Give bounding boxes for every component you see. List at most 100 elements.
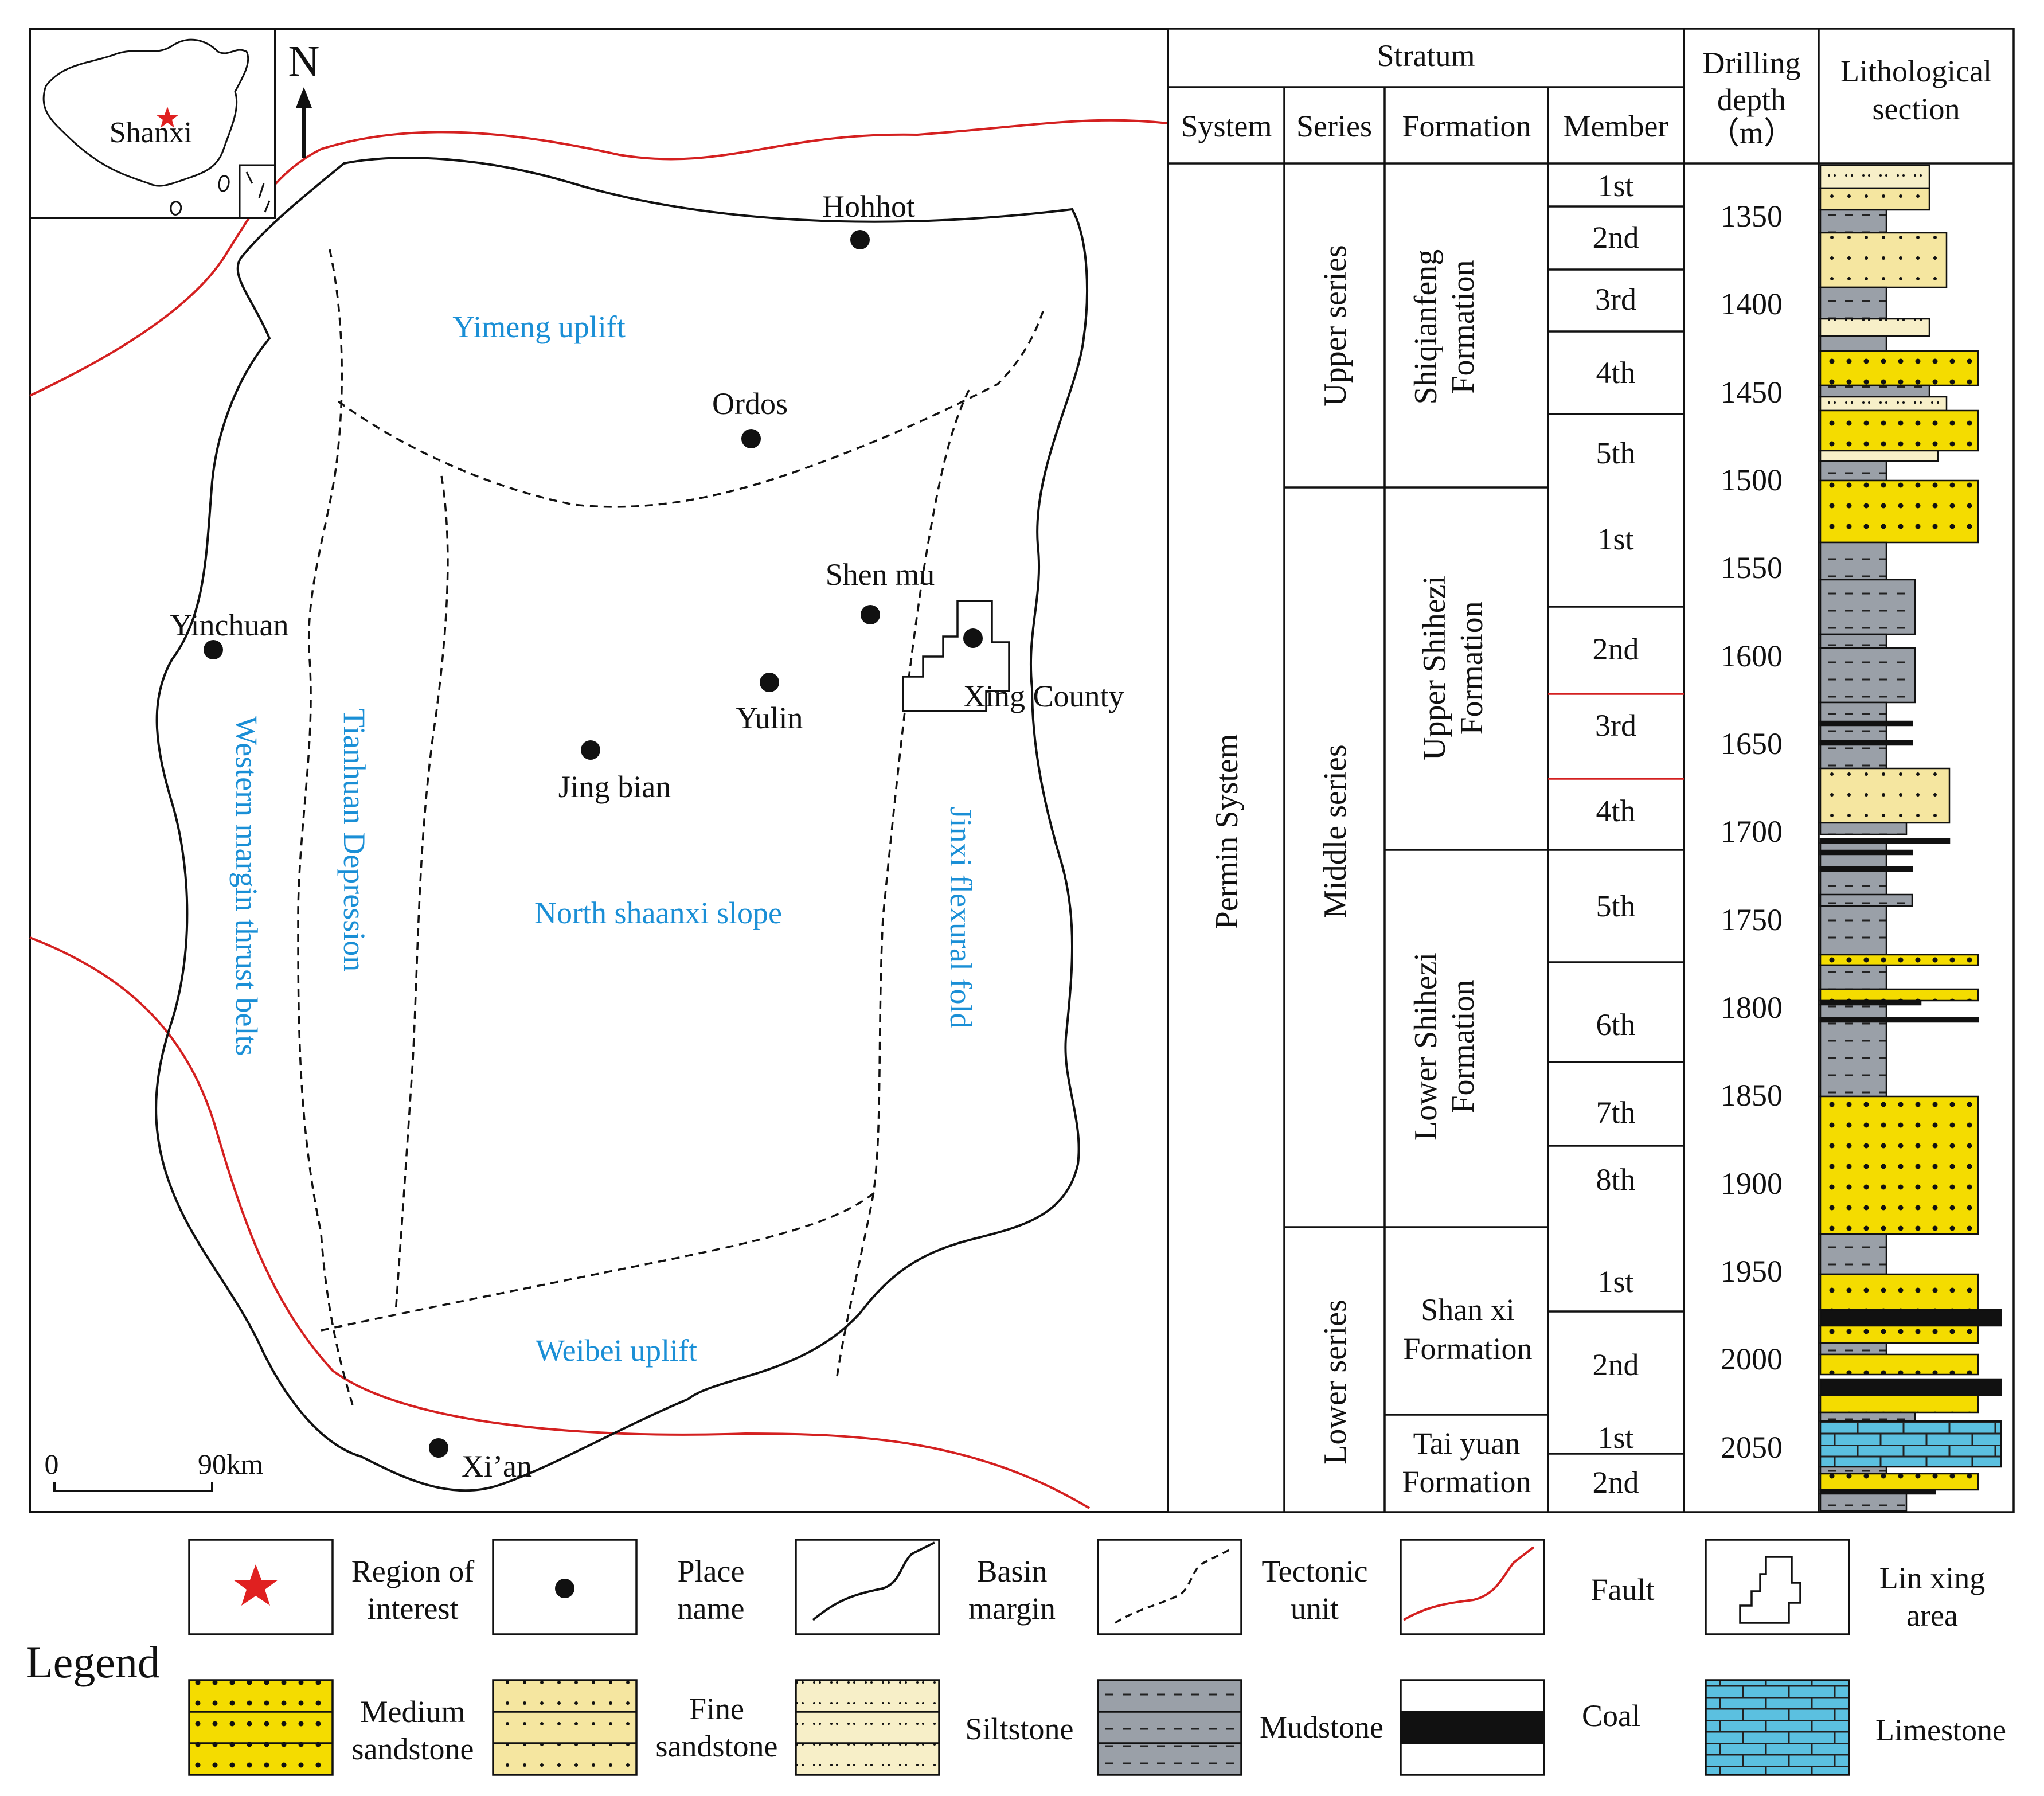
- legend-swatch-fine: [492, 1679, 638, 1776]
- fault-north: [29, 119, 1168, 397]
- legend-fault: Fault: [1590, 1572, 1654, 1607]
- unit-weibei: Weibei uplift: [536, 1333, 697, 1368]
- depth-tick: 1750: [1721, 903, 1783, 937]
- member-label: 2nd: [1593, 1348, 1639, 1382]
- litho-fine: [1819, 232, 1948, 288]
- unit-line-west: [297, 249, 354, 1405]
- litho-coal: [1819, 1378, 2002, 1396]
- series-lower: Lower series: [1318, 1299, 1353, 1465]
- legend-star-icon: [233, 1564, 278, 1606]
- litho-coal: [1819, 1309, 2002, 1327]
- place-dot-yulin: [760, 673, 779, 692]
- stratigraphic-column: Stratum System Series Formation Member D…: [1167, 28, 2015, 1513]
- litho-fine: [1819, 767, 1951, 824]
- legend-place-1: Place: [678, 1554, 745, 1588]
- tectonic-units: [297, 249, 1045, 1405]
- litho-medium: [1819, 479, 1979, 544]
- formation-upper-shihezi-2: Formation: [1454, 601, 1490, 735]
- header-litho-1: Lithological: [1840, 54, 1992, 88]
- header-series: Series: [1296, 109, 1372, 143]
- map-panel: Hohhot Ordos Shen mu Yinchuan Yulin Xing…: [29, 28, 1169, 1513]
- place-dot-jingbian: [581, 740, 600, 760]
- depth-tick: 1600: [1721, 639, 1783, 673]
- legend-fault-icon: [1402, 1546, 1535, 1621]
- unit-line-tianhuan: [394, 475, 449, 1314]
- member-label: 1st: [1597, 169, 1633, 203]
- flat-formation-labels: Shan xi Formation Tai yuan Formation: [1402, 1293, 1533, 1499]
- litho-medium: [1819, 954, 1979, 966]
- member-label: 4th: [1596, 356, 1635, 390]
- litho-mud: [1819, 1466, 1887, 1475]
- legend-linxing-2: area: [1906, 1598, 1958, 1633]
- inset-label: Shanxi: [110, 116, 192, 149]
- member-label: 7th: [1596, 1095, 1635, 1130]
- series-middle: Middle series: [1318, 744, 1353, 918]
- member-label: 2nd: [1593, 1465, 1639, 1500]
- legend-basin-2: margin: [968, 1591, 1056, 1626]
- place-dot-shenmu: [861, 605, 880, 624]
- member-label: 8th: [1596, 1162, 1635, 1197]
- formation-shanxi-1: Shan xi: [1421, 1293, 1515, 1327]
- header-depth-3: （m）: [1709, 116, 1795, 150]
- litho-limestone: [1819, 1420, 2002, 1468]
- formation-upper-shihezi-1: Upper Shihezi: [1417, 576, 1452, 760]
- member-label: 6th: [1596, 1008, 1635, 1042]
- litho-medium: [1819, 1095, 1979, 1235]
- formation-shanxi-2: Formation: [1404, 1332, 1533, 1366]
- basin-margin: [155, 157, 1088, 1492]
- legend-medium-2: sandstone: [352, 1732, 474, 1766]
- litho-mud: [1819, 579, 1916, 635]
- member-label: 1st: [1597, 1420, 1633, 1455]
- unit-western: Western margin thrust belts: [229, 716, 264, 1056]
- faults: [29, 119, 1168, 1509]
- depth-tick: 1350: [1721, 199, 1783, 233]
- litho-mud: [1819, 701, 1887, 770]
- header-litho-2: section: [1873, 92, 1960, 126]
- legend-region-2: interest: [368, 1591, 459, 1626]
- system-label: Permin System: [1209, 734, 1245, 930]
- place-jingbian: Jing bian: [558, 770, 671, 804]
- legend-title: Legend: [26, 1637, 160, 1687]
- depth-ticks: 1350 1400 1450 1500 1550 1600 1650 1700 …: [1721, 199, 1783, 1465]
- formation-shiqianfeng-2: Formation: [1445, 260, 1481, 393]
- scale-bar: 0 90km: [45, 1448, 263, 1492]
- legend-tectonic-2: unit: [1291, 1591, 1339, 1626]
- legend-swatch-silt: [795, 1679, 940, 1776]
- depth-tick: 1800: [1721, 990, 1783, 1025]
- unit-labels: Yimeng uplift Western margin thrust belt…: [229, 310, 978, 1368]
- legend-mud: Mudstone: [1260, 1710, 1383, 1744]
- litho-coal: [1819, 720, 1913, 727]
- legend-swatch-coal-band: [1400, 1711, 1545, 1744]
- litho-medium: [1819, 1273, 1979, 1311]
- litho-fine: [1819, 187, 1930, 211]
- legend-coal: Coal: [1582, 1699, 1640, 1733]
- north-label: N: [288, 37, 320, 85]
- inset-map: Shanxi: [29, 28, 276, 219]
- legend-linxing-icon: [1739, 1556, 1801, 1624]
- lithology-log: [1819, 164, 2002, 1512]
- north-arrow: N: [288, 37, 320, 158]
- legend-row-1-labels: Region of interest Place name Basin marg…: [351, 1554, 1985, 1633]
- litho-medium: [1819, 1325, 1979, 1344]
- depth-tick: 1500: [1721, 463, 1783, 497]
- depth-tick: 1700: [1721, 814, 1783, 849]
- member-labels: 1st 2nd 3rd 4th 5th 1st 2nd 3rd 4th 5th …: [1593, 169, 1639, 1500]
- litho-mud: [1819, 964, 1887, 990]
- legend-tectonic-icon: [1115, 1547, 1233, 1624]
- place-shenmu: Shen mu: [826, 557, 935, 592]
- legend-fine-1: Fine: [689, 1692, 744, 1726]
- legend-silt: Siltstone: [965, 1712, 1073, 1746]
- depth-tick: 1950: [1721, 1254, 1783, 1289]
- litho-medium: [1819, 1473, 1979, 1491]
- header-member: Member: [1564, 109, 1668, 143]
- litho-mud: [1819, 1493, 1908, 1512]
- depth-tick: 1550: [1721, 550, 1783, 585]
- north-arrow-head-icon: [296, 87, 312, 108]
- legend-lime: Limestone: [1875, 1713, 2006, 1747]
- legend-place-dot-icon: [555, 1579, 574, 1598]
- litho-silt: [1819, 450, 1939, 462]
- legend-medium-1: Medium: [361, 1695, 466, 1729]
- legend-place-2: name: [678, 1591, 745, 1626]
- formation-taiyuan-2: Formation: [1402, 1465, 1531, 1499]
